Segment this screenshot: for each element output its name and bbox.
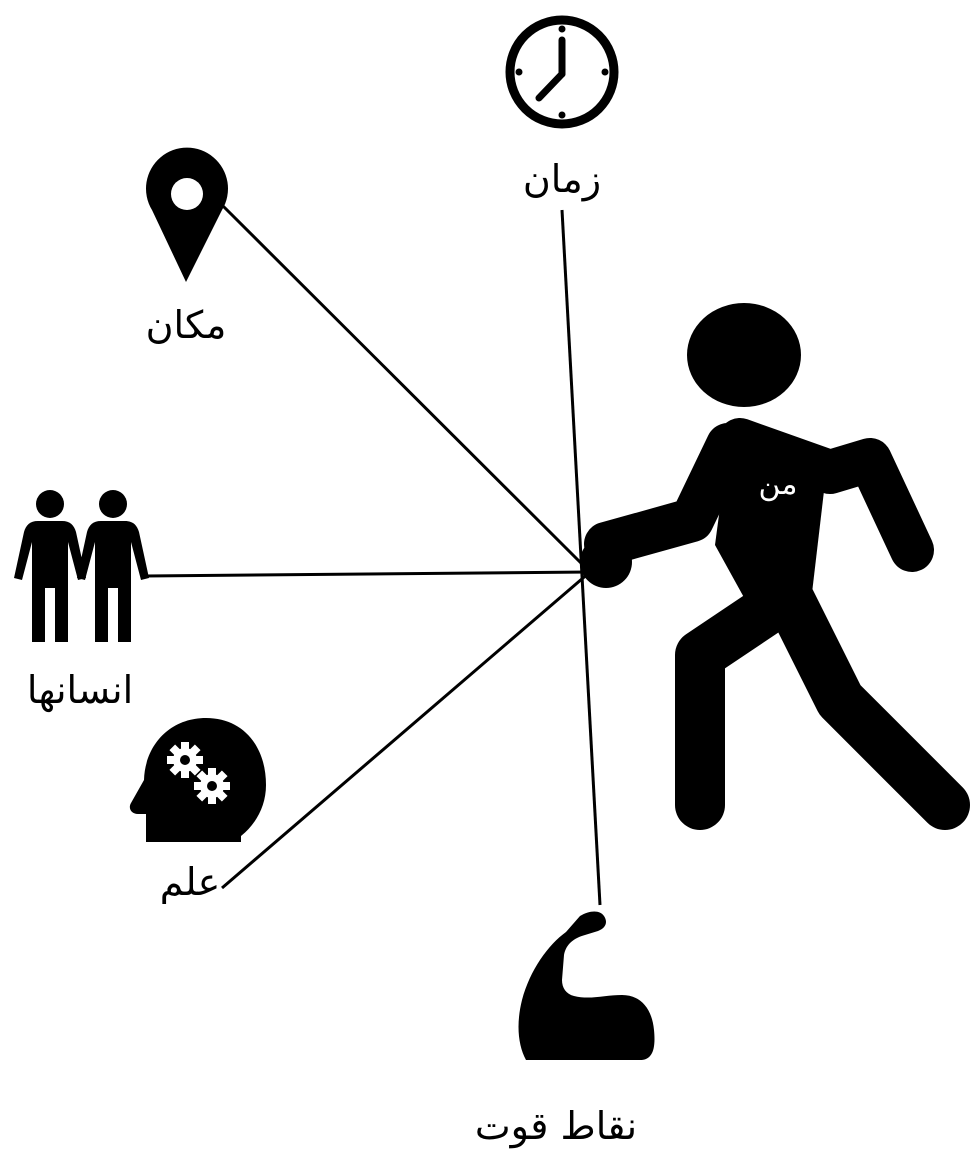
map-pin-icon: [146, 148, 228, 282]
connector-knowledge: [222, 572, 590, 888]
head-gears-icon: [130, 718, 266, 842]
center-label: من: [759, 467, 798, 502]
walking-person-icon: [580, 303, 945, 805]
connector-people: [145, 572, 590, 576]
connector-place: [222, 205, 590, 572]
node-label-time: زمان: [523, 157, 601, 201]
node-label-strengths: نقاط قوت: [475, 1104, 637, 1149]
node-label-people: انسانها: [27, 668, 133, 713]
flexed-arm-icon: [519, 912, 655, 1061]
node-label-place: مکان: [146, 303, 227, 347]
two-people-icon: [14, 490, 149, 642]
clock-icon: [510, 20, 614, 124]
node-label-knowledge: علم: [160, 860, 221, 904]
